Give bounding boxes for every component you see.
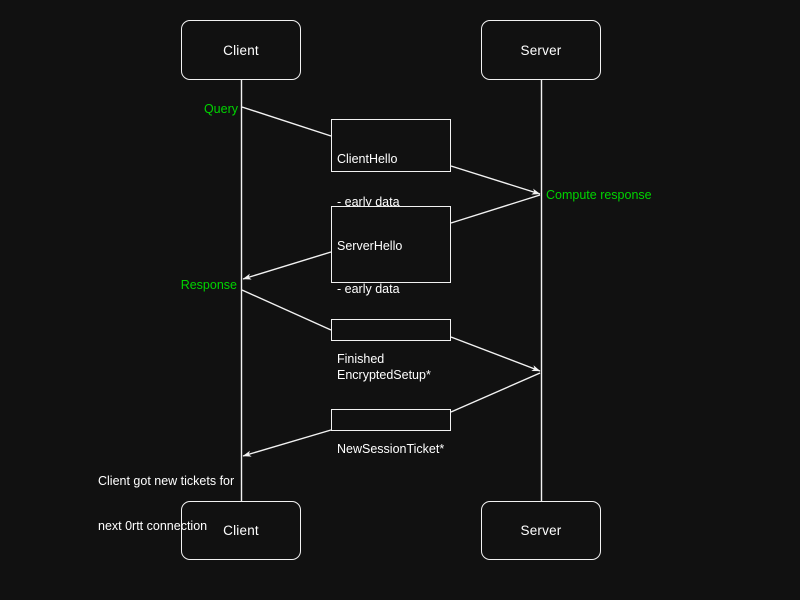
arrow-query-to-clienthello [241,106,332,137]
message-box-server-hello[interactable]: ServerHello - early data Response Encryp… [331,206,451,426]
message-line: EncryptedSetup* [337,368,431,383]
note-query: Query [203,102,238,116]
actor-client-bottom[interactable]: Client [181,501,301,560]
arrow-server-to-serverhello [450,194,541,224]
message-box-new-session-ticket[interactable]: NewSessionTicket* [331,409,451,456]
arrow-server-to-newsessionticket [450,372,541,413]
arrow-client-to-finished [241,289,332,331]
note-line-2: next 0rtt connection [98,519,208,533]
message-line: Finished [337,351,385,366]
arrow-finished-to-server [450,336,541,372]
note-client-got-new-tickets: Client got new tickets for next 0rtt con… [98,444,238,564]
note-compute-response: Compute response [546,188,652,202]
actor-client-top[interactable]: Client [181,20,301,80]
message-line: - early data [337,195,400,210]
note-response: Response [180,278,237,292]
actor-server-top-label: Server [520,42,562,58]
arrow-clienthello-to-server [450,165,541,195]
arrow-newsessionticket-to-client [242,429,332,457]
actor-server-bottom-label: Server [520,523,562,538]
actor-server-bottom[interactable]: Server [481,501,601,560]
note-line-1: Client got new tickets for [98,474,235,488]
arrow-serverhello-to-client [242,251,332,280]
actor-server-top[interactable]: Server [481,20,601,80]
actor-client-top-label: Client [223,42,259,58]
actor-client-bottom-label: Client [223,523,259,538]
message-line: ServerHello [337,238,403,253]
message-line: - early data [337,282,400,297]
message-line: NewSessionTicket* [337,441,445,456]
message-line: ClientHello [337,151,398,166]
message-box-client-hello[interactable]: ClientHello - early data Query [331,119,451,252]
message-box-finished[interactable]: Finished [331,319,451,366]
